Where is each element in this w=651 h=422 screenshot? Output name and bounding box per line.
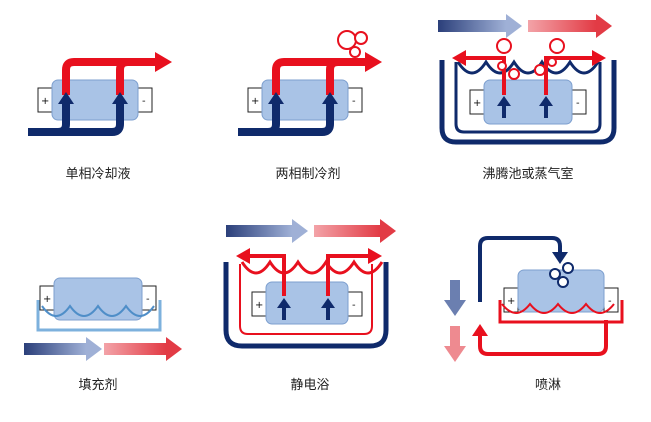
panel-caption: 静电浴 (290, 378, 329, 393)
panel-caption: 喷淋 (535, 378, 561, 393)
plus-sign: + (41, 96, 49, 107)
pcb-pins: + - (469, 89, 587, 115)
minus-sign: - (146, 294, 150, 305)
down-arrow-cold (444, 280, 466, 316)
plus-sign: + (255, 300, 263, 311)
liquid-surface-waves (456, 59, 600, 75)
pcb-pins: + - (247, 87, 363, 113)
cold-flow-arrow (282, 306, 330, 320)
cold-return-arrow (478, 236, 562, 302)
pcb-pins: + - (503, 287, 619, 313)
panel-caption: 单相冷却液 (65, 167, 130, 182)
spray-droplets-icon (549, 262, 574, 288)
chip (517, 269, 605, 313)
panel-spray: + - 喷淋 (444, 236, 624, 393)
hot-flow-arrow (62, 58, 155, 95)
tank-outer (223, 262, 389, 349)
spray-surface-waves (501, 302, 615, 314)
panel-caption: 填充剂 (78, 377, 117, 393)
outflow-arrow-hot (314, 219, 396, 243)
outflow-arrow-hot (528, 14, 612, 38)
panel-two-phase-refrigerant: + - 两相制冷剂 (238, 30, 382, 182)
minus-sign: - (352, 300, 356, 311)
panel-filler: + - 填充剂 (24, 277, 182, 393)
panel-caption: 沸腾池或蒸气室 (482, 166, 573, 182)
plus-sign: + (251, 96, 259, 107)
vapor-bubbles-icon (496, 38, 565, 80)
plus-sign: + (43, 294, 51, 305)
inflow-arrow-cold (438, 14, 522, 38)
hot-return-arrow (478, 320, 608, 356)
chip (265, 281, 349, 325)
plus-sign: + (507, 296, 515, 307)
plus-sign: + (473, 98, 481, 109)
minus-sign: - (142, 96, 146, 107)
minus-sign: - (352, 96, 356, 107)
outflow-arrow-hot (104, 337, 182, 361)
panel-caption: 两相制冷剂 (275, 167, 340, 182)
down-arrow-hot (444, 326, 466, 362)
tank-outer (439, 60, 617, 145)
chip (483, 79, 573, 125)
vapor-bubbles-icon (337, 30, 368, 58)
panel-electrostatic-bath: + - 静电浴 (223, 219, 396, 393)
inflow-arrow-cold (24, 337, 102, 361)
cold-flow-arrow (502, 104, 548, 118)
liquid-surface-waves (240, 259, 384, 275)
container-tray (36, 300, 162, 332)
tank-inner (454, 62, 602, 134)
tank-inner (239, 264, 373, 335)
pcb-pins: + - (37, 87, 153, 113)
container-tray (498, 300, 624, 324)
minus-sign: - (576, 98, 580, 109)
vapor-circulation-arrows (462, 56, 596, 95)
panel-boiling-pool-vapor-chamber: + - 沸腾池或蒸气室 (438, 14, 617, 182)
hot-flow-arrow (272, 58, 365, 95)
filler-surface-waves (41, 304, 155, 317)
panel-single-phase-coolant: + - 单相冷却液 (28, 52, 172, 182)
chip (53, 277, 143, 321)
minus-sign: - (608, 296, 612, 307)
pcb-pins: + - (251, 291, 363, 317)
vapor-circulation-arrows (246, 254, 372, 296)
inflow-arrow-cold (226, 219, 308, 243)
